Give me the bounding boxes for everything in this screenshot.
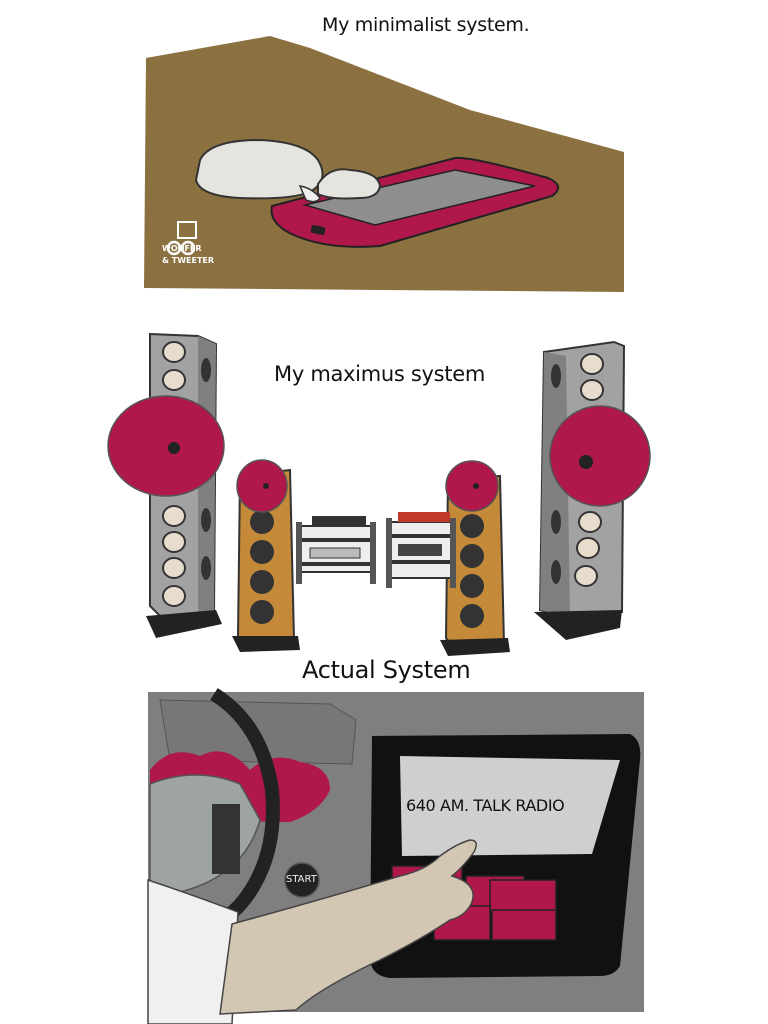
logo-text-line1: WOOFER [162,244,202,253]
actual-panel [147,688,644,1024]
logo-text-line2: & TWEETER [162,256,215,265]
maximus-panel [107,332,651,656]
table-surface [144,36,624,292]
turntable-rack-icon [296,516,376,584]
wood-speaker-icon [440,460,510,656]
woofer-tweeter-logo [166,221,197,256]
panel-caption-maximus: My maximus system [274,362,486,386]
horn-speaker-icon [549,405,651,507]
start-button [284,862,320,898]
gauge-cluster [149,751,330,895]
radio-display: 640 AM. TALK RADIO [406,796,565,815]
wood-speaker-icon [232,459,300,652]
horn-speaker-icon [107,395,225,497]
pointing-hand-icon [147,839,477,1024]
tablet-icon [270,156,559,248]
earbuds-icon [194,138,382,203]
panel-caption-actual: Actual System [302,656,471,684]
panel-caption-minimalist: My minimalist system. [322,14,530,36]
turntable-rack-icon [386,512,456,588]
minimalist-panel [144,36,624,292]
start-button-label: START [286,874,317,885]
